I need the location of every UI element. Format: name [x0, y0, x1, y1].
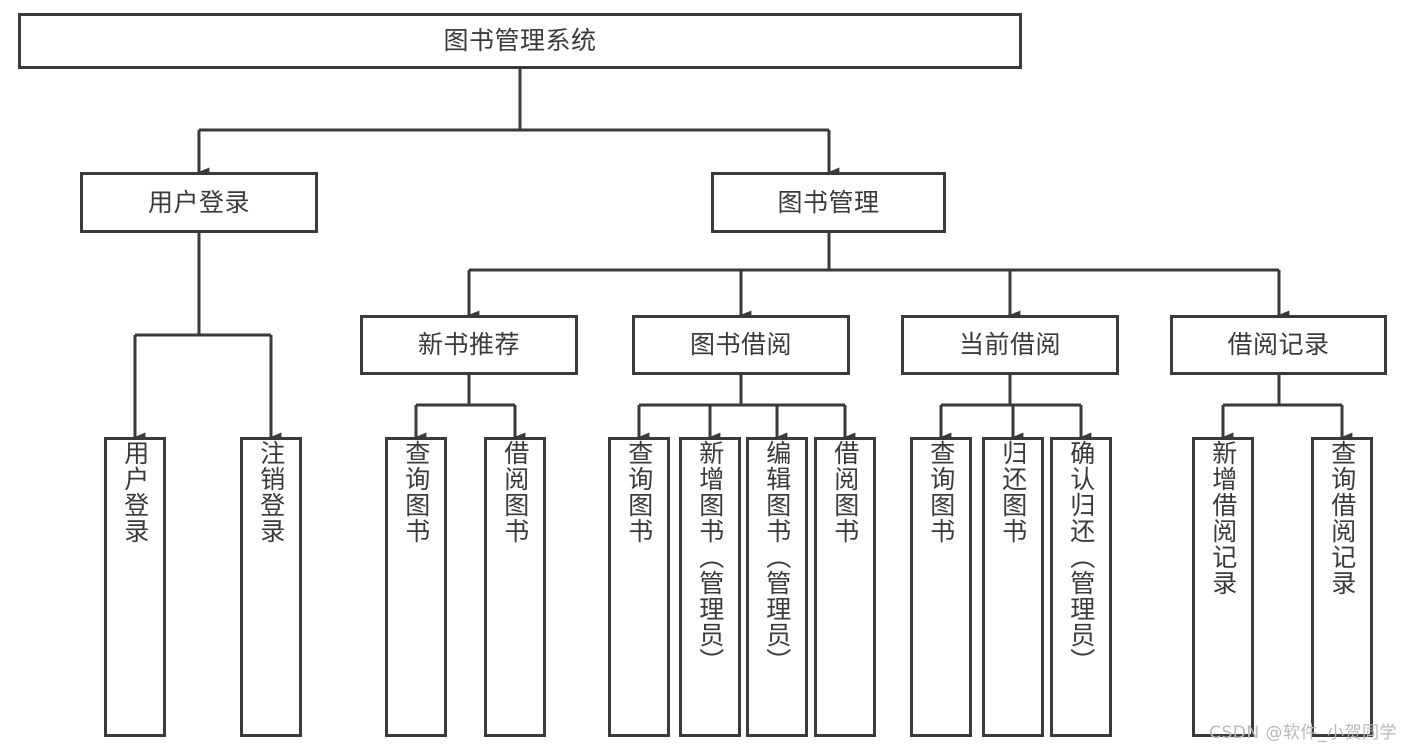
node-label-current_borrow: 当前借阅 — [958, 330, 1061, 359]
node-new_book_rec[interactable]: 新书推荐 — [360, 315, 578, 375]
node-leaf_return_book[interactable]: 归还图书 — [982, 437, 1044, 737]
node-leaf_query_book_2[interactable]: 查询图书 — [608, 437, 670, 737]
node-label-leaf_borrow_book_1: 借阅图书 — [500, 440, 530, 544]
node-label-leaf_query_book_3: 查询图书 — [926, 440, 956, 544]
node-leaf_user_login[interactable]: 用户登录 — [104, 437, 166, 737]
node-leaf_add_book[interactable]: 新增图书（管理员） — [679, 437, 741, 737]
node-user_login[interactable]: 用户登录 — [80, 172, 318, 233]
node-book_manage[interactable]: 图书管理 — [711, 172, 946, 233]
node-root[interactable]: 图书管理系统 — [18, 13, 1022, 69]
node-label-book_manage: 图书管理 — [777, 187, 880, 217]
node-leaf_borrow_book_1[interactable]: 借阅图书 — [484, 437, 546, 737]
node-label-leaf_add_record: 新增借阅记录 — [1208, 440, 1238, 596]
node-label-book_borrow: 图书借阅 — [689, 330, 792, 359]
edge-paths — [133, 69, 1353, 442]
node-leaf_confirm_return[interactable]: 确认归还（管理员） — [1050, 437, 1112, 737]
node-book_borrow[interactable]: 图书借阅 — [632, 315, 850, 375]
node-leaf_add_record[interactable]: 新增借阅记录 — [1192, 437, 1254, 737]
node-borrow_record[interactable]: 借阅记录 — [1170, 315, 1387, 375]
node-label-leaf_query_record: 查询借阅记录 — [1327, 440, 1357, 596]
node-label-leaf_add_book: 新增图书（管理员） — [695, 440, 725, 674]
node-label-leaf_edit_book: 编辑图书（管理员） — [762, 440, 792, 674]
node-label-leaf_query_book_2: 查询图书 — [624, 440, 654, 544]
node-label-new_book_rec: 新书推荐 — [417, 330, 520, 359]
node-label-leaf_query_book_1: 查询图书 — [401, 440, 431, 544]
node-label-leaf_confirm_return: 确认归还（管理员） — [1066, 440, 1096, 674]
node-label-borrow_record: 借阅记录 — [1227, 330, 1330, 359]
node-leaf_logout[interactable]: 注销登录 — [240, 437, 302, 737]
node-leaf_edit_book[interactable]: 编辑图书（管理员） — [746, 437, 808, 737]
node-label-leaf_return_book: 归还图书 — [998, 440, 1028, 544]
node-leaf_borrow_book_2[interactable]: 借阅图书 — [814, 437, 876, 737]
node-current_borrow[interactable]: 当前借阅 — [901, 315, 1119, 375]
node-label-leaf_borrow_book_2: 借阅图书 — [830, 440, 860, 544]
node-label-user_login: 用户登录 — [147, 187, 250, 217]
node-leaf_query_record[interactable]: 查询借阅记录 — [1311, 437, 1373, 737]
node-leaf_query_book_1[interactable]: 查询图书 — [385, 437, 447, 737]
node-label-leaf_user_login: 用户登录 — [120, 440, 150, 544]
node-leaf_query_book_3[interactable]: 查询图书 — [910, 437, 972, 737]
node-label-leaf_logout: 注销登录 — [256, 440, 286, 544]
watermark-label: CSDN @软件_小贺同学 — [1209, 723, 1397, 743]
node-label-root: 图书管理系统 — [443, 26, 597, 55]
